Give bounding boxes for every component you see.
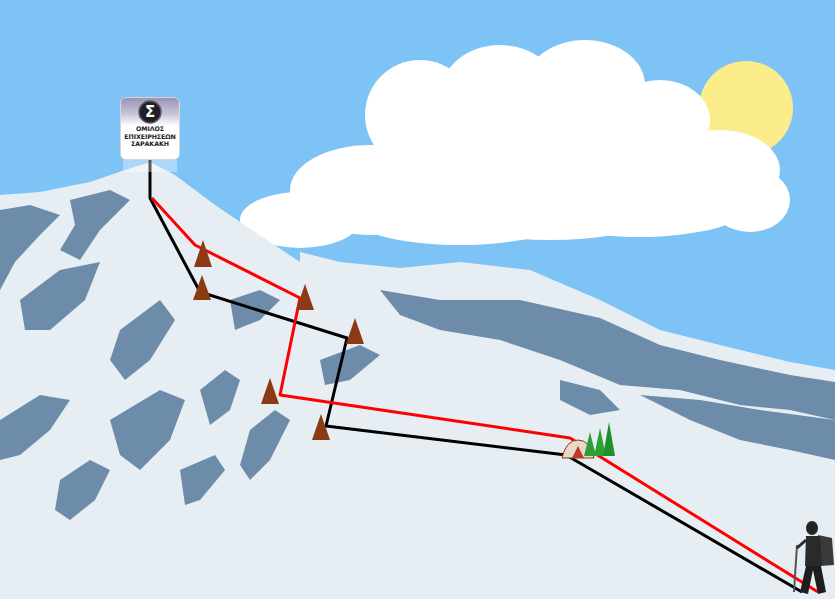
main-mountain [0, 162, 835, 599]
cone [346, 318, 364, 344]
rock-shadow [180, 455, 225, 505]
cone [261, 378, 279, 404]
rock-shadow [0, 395, 70, 460]
cones [193, 240, 364, 440]
logo-box: ΟΜΙΛΟΣ ΕΠΙΧΕΙΡΗΣΕΩΝ ΣΑΡΑΚΑΚΗΣ [120, 97, 180, 160]
cloud [240, 40, 790, 248]
rock-shadow [55, 460, 110, 520]
cone [193, 275, 211, 300]
rock-shadow [240, 410, 290, 480]
red-route [152, 198, 818, 592]
cloud-puff [530, 173, 750, 237]
circle-shape [139, 101, 161, 123]
tent-door [572, 446, 584, 458]
logo-symbol: Σ [138, 100, 162, 124]
hiker-legs [800, 566, 826, 594]
rock-shadow [640, 395, 835, 460]
logo-reflection [123, 160, 177, 172]
hiker-head [806, 521, 818, 535]
rock-shadow [110, 300, 175, 380]
rock-shadow [320, 345, 380, 385]
cone [312, 414, 330, 440]
rock-shadows [0, 190, 835, 520]
tree [584, 432, 596, 456]
hiker-arm [797, 540, 806, 548]
logo-circle: Σ [138, 100, 162, 124]
cone [194, 240, 212, 267]
hiker-body [805, 536, 822, 566]
hiking-stick [794, 545, 797, 592]
rock-shadow [560, 380, 620, 415]
company-name: ΟΜΙΛΟΣ ΕΠΙΧΕΙΡΗΣΕΩΝ ΣΑΡΑΚΑΚΗ [121, 125, 179, 148]
rock-shadow [20, 262, 100, 330]
routes [150, 160, 818, 592]
rock-shadow [110, 390, 185, 470]
hiker [794, 521, 834, 594]
black-route [150, 160, 802, 592]
cone [296, 284, 314, 310]
tree [603, 422, 615, 456]
camp [562, 422, 615, 458]
rock-shadow [200, 370, 240, 425]
rock-shadow [60, 190, 130, 260]
